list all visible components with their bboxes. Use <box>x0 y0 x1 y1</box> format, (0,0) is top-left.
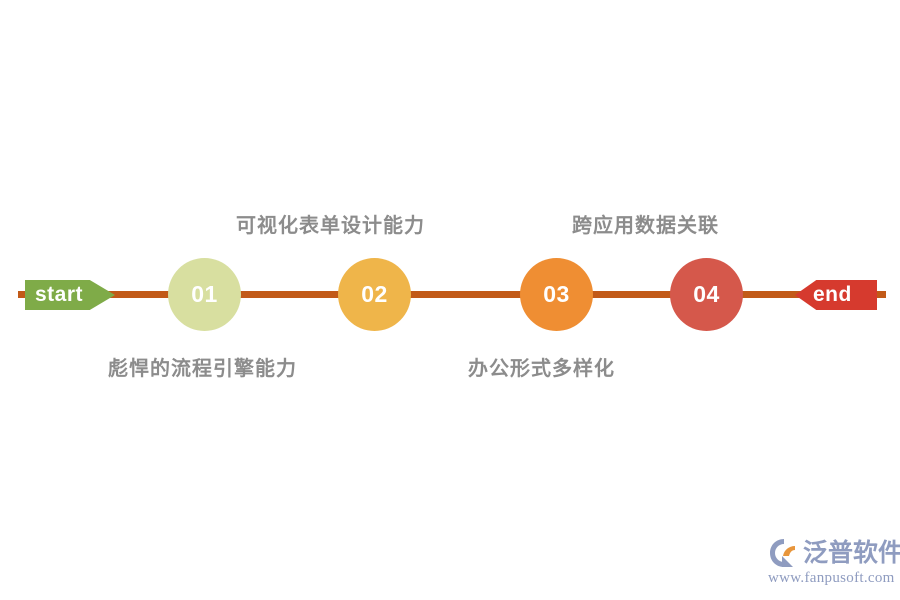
timeline-caption-01: 彪悍的流程引擎能力 <box>108 358 297 380</box>
timeline-node-02: 02 <box>338 258 411 331</box>
start-banner: start <box>25 280 115 310</box>
timeline-node-04: 04 <box>670 258 743 331</box>
end-banner: end <box>795 280 877 310</box>
connector-line-segment-4 <box>565 291 715 298</box>
brand-url: www.fanpusoft.com <box>768 570 895 586</box>
connector-line-segment-1 <box>100 291 210 298</box>
timeline-node-03: 03 <box>520 258 593 331</box>
timeline-caption-04: 跨应用数据关联 <box>572 215 719 237</box>
connector-line-segment-2 <box>210 291 385 298</box>
fanpu-swoosh-logo-icon <box>768 537 800 569</box>
brand-watermark: 泛普软件 www.fanpusoft.com <box>768 535 900 593</box>
connector-line-stub-left <box>18 291 30 298</box>
timeline-caption-03: 办公形式多样化 <box>468 358 615 380</box>
brand-name: 泛普软件 <box>803 539 900 567</box>
connector-line-segment-5 <box>715 291 810 298</box>
connector-line-stub-right <box>872 291 886 298</box>
brand-row: 泛普软件 <box>768 535 900 571</box>
timeline-caption-02: 可视化表单设计能力 <box>236 215 425 237</box>
connector-line-segment-3 <box>385 291 565 298</box>
timeline-node-01: 01 <box>168 258 241 331</box>
